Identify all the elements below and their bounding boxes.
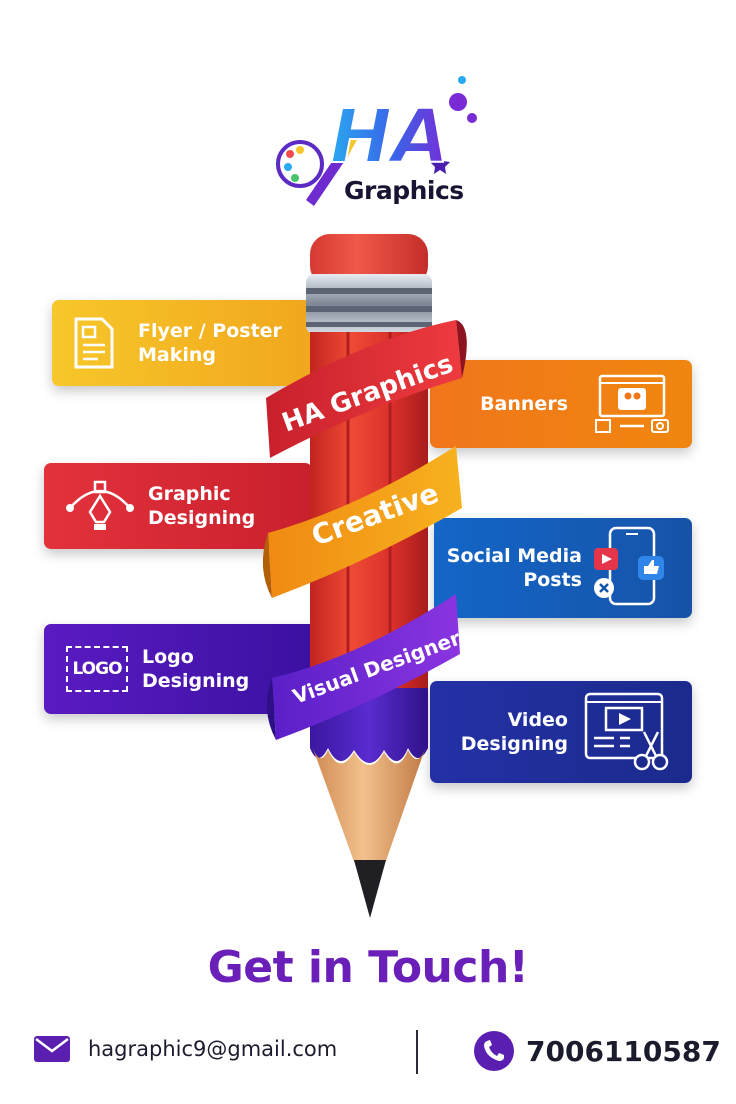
scissors-icon <box>633 731 669 771</box>
brand-logo: HA Graphics <box>262 72 482 222</box>
document-icon <box>74 317 114 369</box>
logo-badge-icon: LOGO <box>66 646 128 692</box>
pen-tool-icon <box>66 480 134 530</box>
pencil-art: HA Graphics Creative Visual Designer <box>262 234 467 918</box>
service-label-flyer: Flyer / Poster Making <box>138 320 282 366</box>
phone-number[interactable]: 7006110587 <box>526 1034 721 1068</box>
service-label-logo: Logo Designing <box>142 646 250 692</box>
contact-divider <box>416 1030 418 1074</box>
logo-initials: HA <box>330 94 449 180</box>
service-card-social: Social Media Posts <box>434 518 692 618</box>
service-label-social: Social Media Posts <box>446 545 582 591</box>
social-phone-icon <box>594 526 664 606</box>
service-label-banners: Banners <box>480 393 568 415</box>
service-card-video: Video Designing <box>430 681 692 783</box>
contact-heading: Get in Touch! <box>207 942 529 993</box>
service-label-graphic: Graphic Designing <box>148 483 256 529</box>
phone-icon <box>474 1031 514 1071</box>
phone-row[interactable]: 7006110587 <box>474 1031 721 1071</box>
paint-splash-icon <box>430 76 477 174</box>
email-icon <box>34 1036 70 1062</box>
service-card-banners: Banners <box>430 360 692 448</box>
palette-icon <box>276 140 324 188</box>
email-link[interactable]: hagraphic9@gmail.com <box>88 1037 338 1061</box>
pencil-graphite <box>354 860 386 918</box>
pencil-eraser <box>310 234 428 286</box>
pencil-illustration: HA Graphics Creative Visual Designer <box>248 228 488 928</box>
video-editing-icon <box>584 692 669 771</box>
service-label-video: Video Designing <box>460 709 568 755</box>
banner-display-icon <box>595 374 669 433</box>
brand-logo-art: HA <box>276 76 477 206</box>
logo-wordmark: Graphics <box>344 176 464 205</box>
pencil-wood-tip <box>312 746 426 878</box>
service-card-graphic: Graphic Designing <box>44 463 312 549</box>
email-row[interactable]: hagraphic9@gmail.com <box>34 1036 337 1062</box>
brush-icon <box>306 134 358 206</box>
service-card-flyer: Flyer / Poster Making <box>52 300 317 386</box>
